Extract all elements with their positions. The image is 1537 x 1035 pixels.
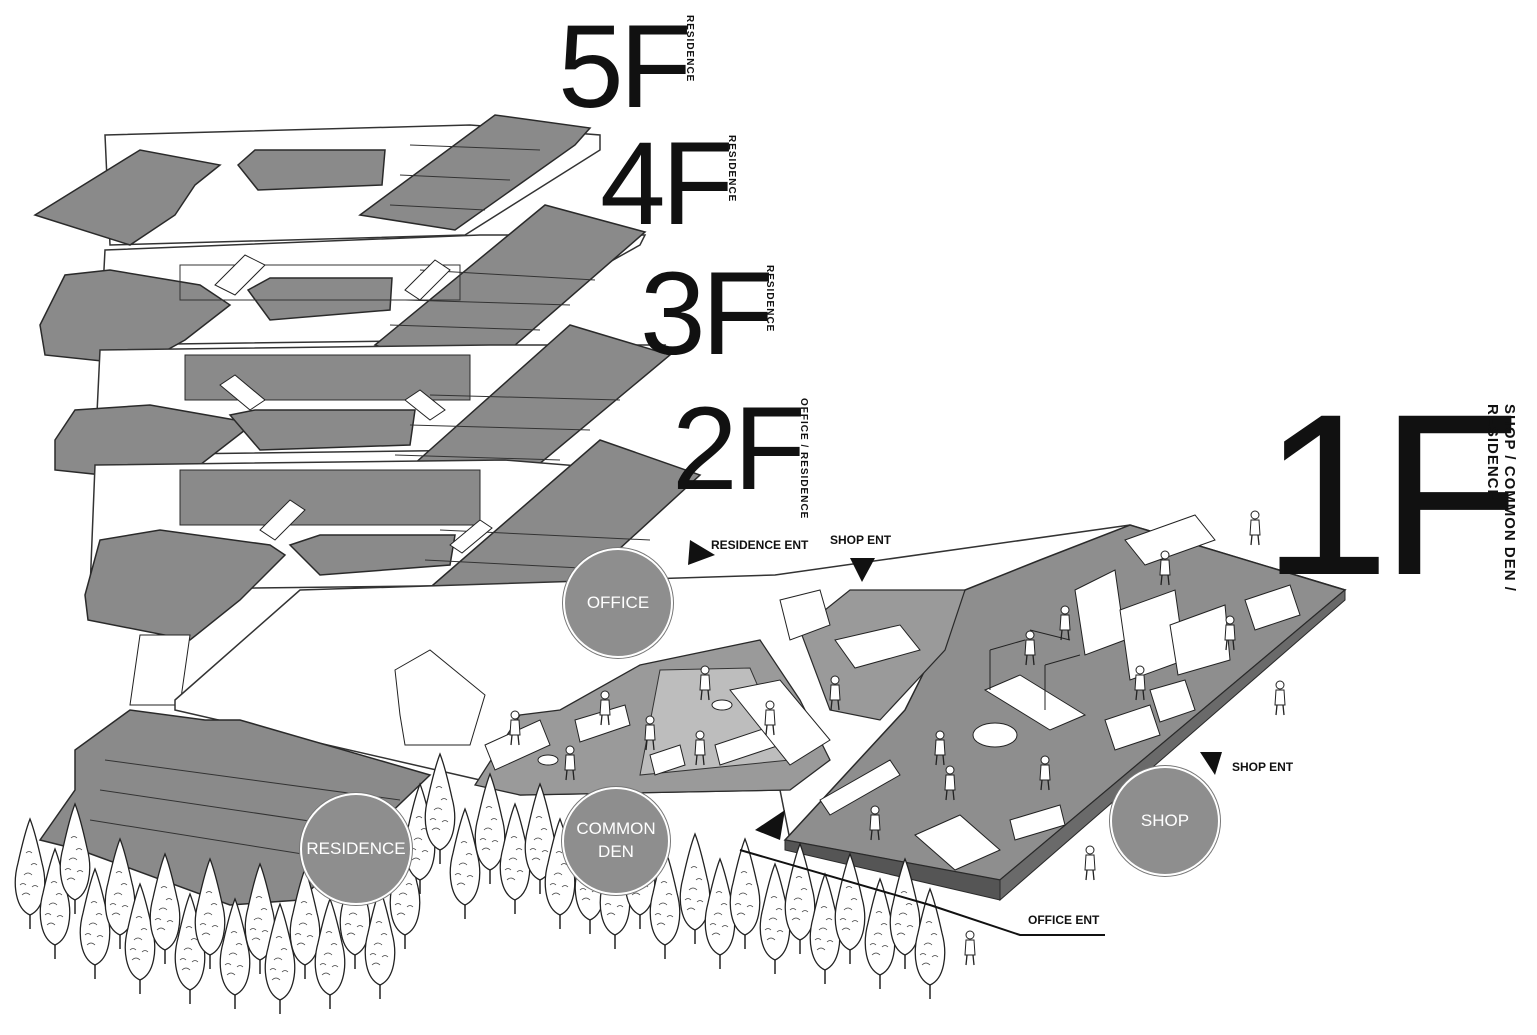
floor-use-5f: RESIDENCE — [684, 15, 695, 83]
floor-use-1f: SHOP / COMMON DEN / RESIDENCE — [1484, 404, 1518, 592]
zone-common-den-line1: COMMON — [576, 819, 656, 839]
floor-1f-plan — [38, 514, 1347, 906]
floor-use-2f: OFFICE / RESIDENCE — [798, 398, 809, 520]
zone-residence: RESIDENCE — [300, 793, 412, 905]
floor-label-4f: 4F — [600, 118, 734, 250]
floor-use-3f: RESIDENCE — [764, 265, 775, 333]
office-entrance-label: OFFICE ENT — [1028, 913, 1100, 927]
floor-label-5f: 5F — [558, 1, 692, 133]
zone-office: OFFICE — [563, 548, 673, 658]
floor-label-2f: 2F — [672, 383, 806, 515]
residence-entrance-label: RESIDENCE ENT — [711, 538, 809, 552]
zone-residence-label: RESIDENCE — [306, 838, 406, 858]
zone-office-label: OFFICE — [586, 592, 650, 612]
zone-shop-label: SHOP — [1140, 810, 1190, 830]
floor-label-3f: 3F — [640, 248, 774, 380]
shop-entrance-right-label: SHOP ENT — [1232, 760, 1294, 774]
floor-5f-slab — [33, 114, 601, 246]
zone-common-den: COMMON DEN — [562, 787, 670, 895]
floor-use-4f: RESIDENCE — [726, 135, 737, 203]
entrance-arrows — [688, 540, 1222, 936]
floor-4f-slab — [39, 204, 647, 381]
shop-entrance-top-label: SHOP ENT — [830, 533, 892, 547]
zone-shop: SHOP — [1110, 766, 1220, 876]
floor-label-1f: 1F — [1262, 366, 1520, 623]
zone-common-den-line2: DEN — [598, 842, 634, 861]
stairs — [129, 254, 493, 706]
